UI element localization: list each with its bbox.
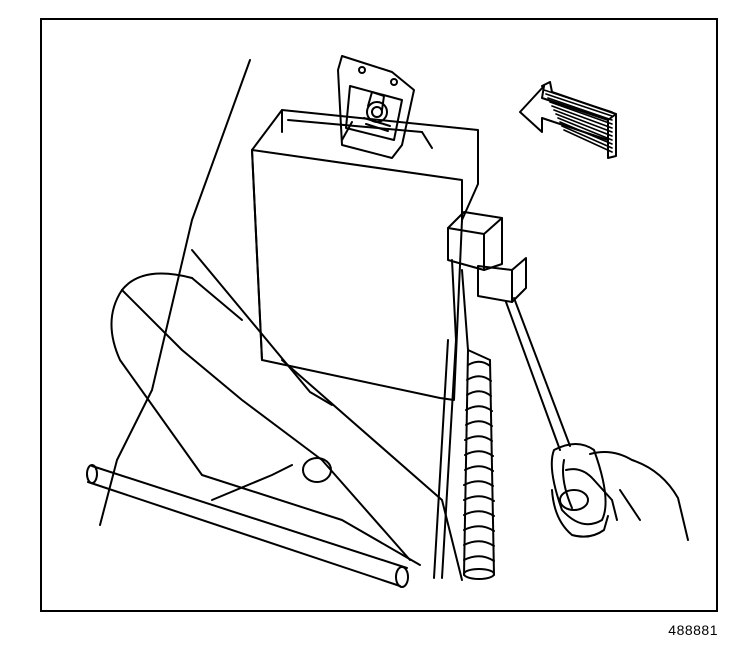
background-panel-lines — [99, 59, 463, 581]
line-art-illustration — [86, 55, 689, 588]
control-module — [251, 109, 479, 401]
illustration-frame — [40, 18, 718, 612]
figure-id-label: 488881 — [668, 622, 718, 638]
steering-column — [110, 272, 421, 566]
technician-hand — [551, 451, 689, 541]
mounting-bracket — [337, 55, 415, 159]
support-rod — [86, 464, 409, 588]
direction-arrow — [519, 81, 617, 159]
screwdriver — [505, 297, 607, 526]
wiring-harness — [433, 339, 495, 580]
